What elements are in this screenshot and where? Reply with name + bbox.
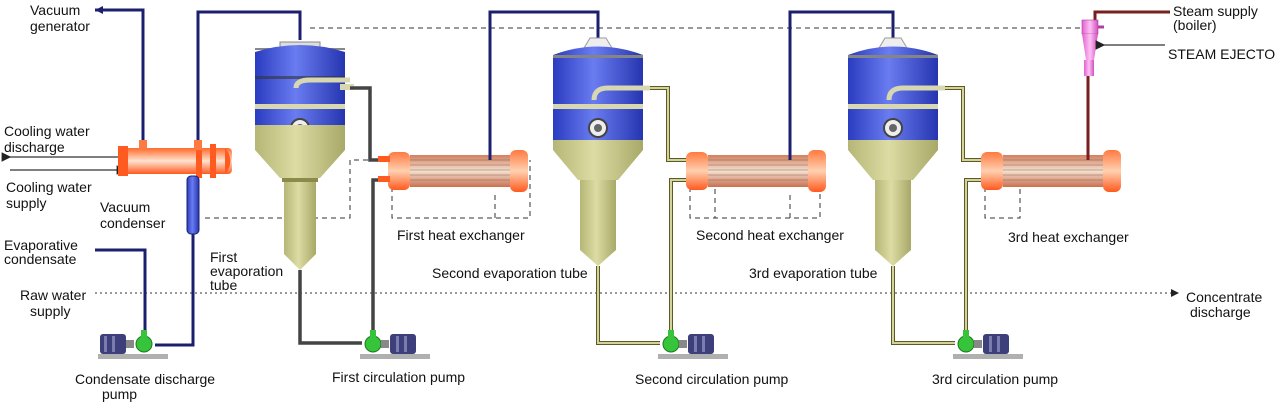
first-evaporation-tube-label-2: evaporation: [210, 263, 283, 279]
steam-supply-line: [1086, 10, 1170, 160]
cooling-water-discharge-label-1: Cooling water: [4, 123, 90, 139]
cooling-water-supply-label-2: supply: [6, 195, 46, 211]
condensate-discharge-pump-label-1: Condensate discharge: [75, 371, 215, 387]
concentrate-discharge-label-2: discharge: [1190, 304, 1251, 320]
svg-text:Steam supply (boiler): Steam supply (boiler): [1173, 3, 1262, 33]
third-heat-exchanger-label: 3rd heat exchanger: [1008, 229, 1129, 245]
steam-ejector: [1081, 19, 1165, 76]
second-heat-exchanger: [686, 150, 826, 192]
labels: Vacuum generator Cooling water discharge…: [4, 2, 1276, 402]
first-evaporator: [255, 41, 354, 270]
steam-supply-label-1: Steam supply: [1173, 3, 1258, 19]
svg-text:Vacuum generator: Vacuum generator: [30, 2, 90, 34]
first-heat-exchanger-label: First heat exchanger: [397, 227, 525, 243]
vacuum-generator-pipe: [95, 6, 145, 140]
first-heat-exchanger: [378, 150, 528, 192]
first-circulation-pump-label: First circulation pump: [332, 369, 465, 385]
second-circulation-pump-label: Second circulation pump: [635, 371, 789, 387]
third-circulation-pump-label: 3rd circulation pump: [932, 371, 1058, 387]
condensate-discharge-pump-label-2: pump: [102, 386, 137, 402]
cooling-water-lines: [1, 152, 127, 175]
first-evaporation-tube-label-3: tube: [210, 277, 237, 293]
third-evaporation-tube-label: 3rd evaporation tube: [749, 265, 878, 281]
second-evaporation-tube-label: Second evaporation tube: [432, 265, 588, 281]
first-evaporation-tube-label-1: First: [210, 249, 237, 265]
second-circulation-piping: [596, 86, 690, 345]
svg-text:First evaporation: First evaporation tube: [210, 249, 287, 293]
vacuum-generator-label-1: Vacuum: [30, 2, 80, 18]
svg-text:Cooling water supply: Cooling water supply: [6, 179, 96, 211]
svg-text:Cooling water discharge: Cooling water discharge: [4, 123, 94, 155]
second-heat-exchanger-label: Second heat exchanger: [696, 227, 844, 243]
vacuum-condenser-label-2: condenser: [100, 215, 166, 231]
vacuum-condenser: [118, 140, 232, 235]
second-evaporator: [553, 37, 650, 266]
third-circulation-piping: [891, 86, 985, 345]
svg-text:Concentrate discharge: Concentrate discharge: [1186, 289, 1266, 320]
evaporative-condensate-label-2: condensate: [4, 251, 77, 267]
concentrate-discharge-label-1: Concentrate: [1186, 289, 1262, 305]
second-circulation-pump: [658, 330, 728, 359]
svg-text:Evaporative condensate: Evaporative condensate: [4, 237, 82, 267]
steam-pipe-3: [788, 10, 895, 160]
raw-water-supply-label-2: supply: [30, 303, 70, 319]
vacuum-generator-label-2: generator: [30, 18, 90, 34]
cooling-water-discharge-label-2: discharge: [4, 139, 65, 155]
condenser-vapor-pipe: [196, 10, 302, 140]
raw-water-supply-label-1: Raw water: [20, 287, 86, 303]
condensate-pipe: [95, 234, 195, 347]
vacuum-condenser-label-1: Vacuum: [100, 199, 150, 215]
first-circulation-pump: [360, 330, 430, 359]
third-circulation-pump: [953, 330, 1023, 359]
steam-ejector-label: STEAM EJECTOR: [1168, 46, 1276, 62]
svg-text:Condensate discharge pum: Condensate discharge pump: [75, 371, 219, 402]
third-heat-exchanger: [981, 150, 1121, 192]
condensate-discharge-pump: [98, 330, 168, 359]
cooling-water-supply-label-1: Cooling water: [6, 179, 92, 195]
svg-text:Vacuum condenser: Vacuum condenser: [100, 199, 166, 231]
evaporative-condensate-label-1: Evaporative: [4, 237, 78, 253]
steam-supply-label-2: (boiler): [1173, 17, 1217, 33]
svg-text:Raw water supply: Raw water supply: [20, 287, 90, 319]
third-evaporator: [848, 37, 945, 266]
steam-pipe-2: [488, 10, 600, 160]
